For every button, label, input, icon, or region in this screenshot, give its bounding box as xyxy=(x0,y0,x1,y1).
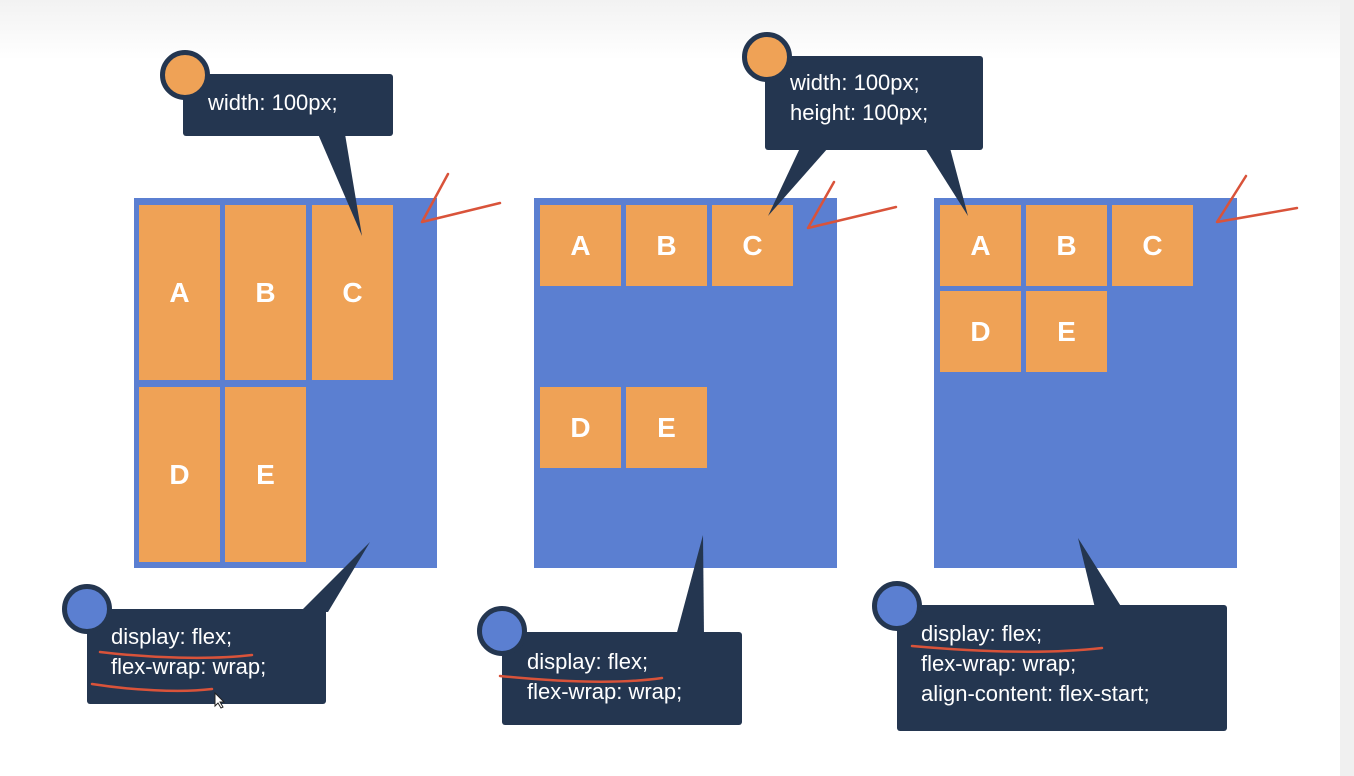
callout-align-content: display: flex; flex-wrap: wrap; align-co… xyxy=(897,605,1227,731)
item-d: D xyxy=(940,291,1021,372)
blue-dot-marker xyxy=(62,584,112,634)
item-a: A xyxy=(540,205,621,286)
item-a: A xyxy=(940,205,1021,286)
item-c: C xyxy=(1112,205,1193,286)
item-c: C xyxy=(312,205,393,380)
item-a: A xyxy=(139,205,220,380)
scrollbar-track[interactable] xyxy=(1340,0,1354,776)
orange-dot-marker xyxy=(742,32,792,82)
flex-container-2: A B C D E xyxy=(534,198,837,568)
callout-line: height: 100px; xyxy=(790,100,929,125)
orange-dot-marker xyxy=(160,50,210,100)
item-b: B xyxy=(225,205,306,380)
callout-line: flex-wrap: wrap; xyxy=(111,654,267,679)
callout-line: width: 100px; xyxy=(790,70,920,95)
item-b: B xyxy=(1026,205,1107,286)
callout-line: display: flex; xyxy=(921,621,1043,646)
flex-container-1: A B C D E xyxy=(134,198,437,568)
callout-line: display: flex; xyxy=(527,649,649,674)
flex-container-3: A B C D E xyxy=(934,198,1237,568)
callout-flex-wrap: display: flex; flex-wrap: wrap; xyxy=(502,632,742,725)
callout-width-height: width: 100px; height: 100px; xyxy=(765,56,983,150)
callout-line: flex-wrap: wrap; xyxy=(921,651,1077,676)
item-e: E xyxy=(225,387,306,562)
callout-line: width: 100px; xyxy=(208,90,338,115)
item-c: C xyxy=(712,205,793,286)
item-d: D xyxy=(540,387,621,468)
item-b: B xyxy=(626,205,707,286)
callout-width: width: 100px; xyxy=(183,74,393,136)
callout-flex-wrap: display: flex; flex-wrap: wrap; xyxy=(87,609,326,704)
blue-dot-marker xyxy=(872,581,922,631)
blue-dot-marker xyxy=(477,606,527,656)
callout-line: flex-wrap: wrap; xyxy=(527,679,683,704)
item-e: E xyxy=(1026,291,1107,372)
item-e: E xyxy=(626,387,707,468)
callout-line: display: flex; xyxy=(111,624,233,649)
item-d: D xyxy=(139,387,220,562)
callout-line: align-content: flex-start; xyxy=(921,681,1150,706)
